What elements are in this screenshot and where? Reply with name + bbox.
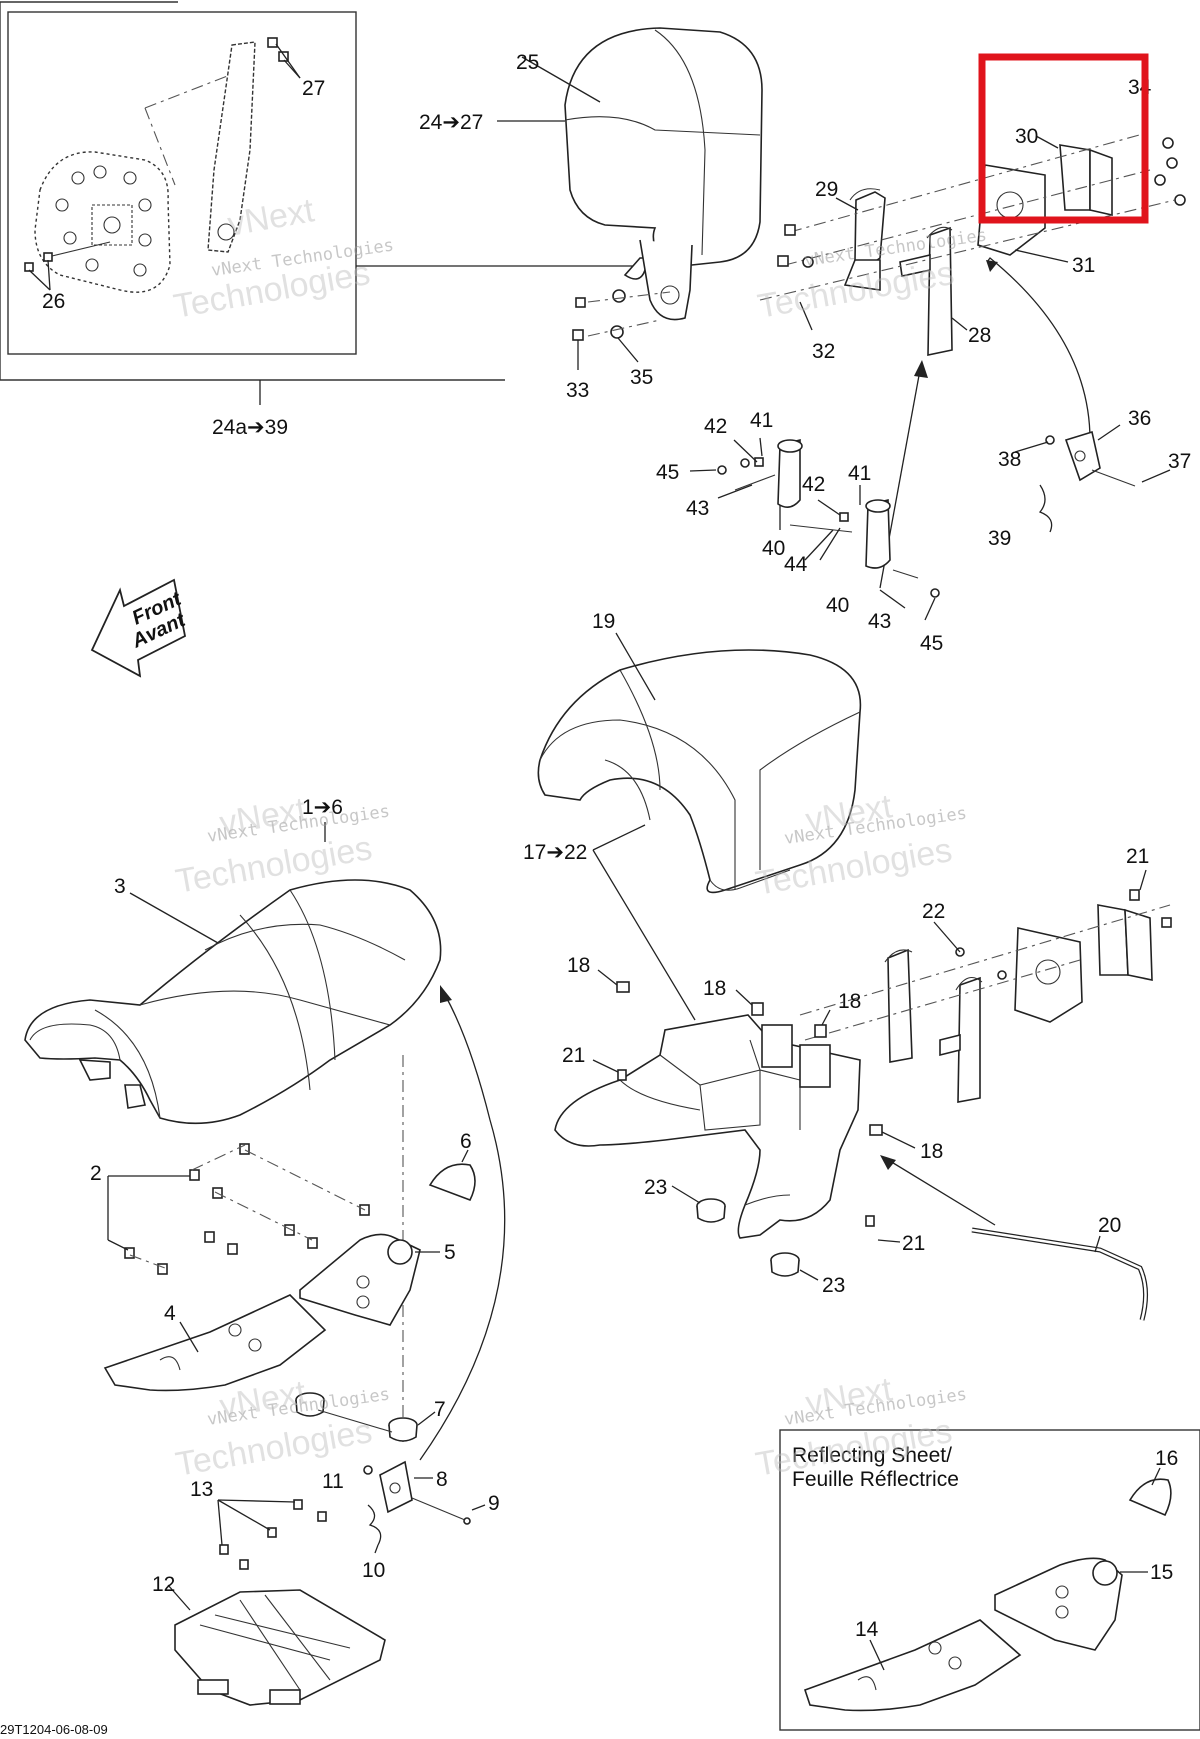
plate-12-icon [167,1584,386,1706]
label-43a: 43 [686,497,709,520]
label-30: 30 [1015,125,1038,148]
cable-20-icon [880,1155,1148,1321]
label-42b: 42 [802,473,825,496]
upright-28-icon [899,226,953,356]
plate-30-icon [977,144,1113,256]
label-35: 35 [630,366,653,389]
screw-26-icon [24,241,111,291]
label-21a: 21 [1126,845,1149,868]
label-45a: 45 [656,461,679,484]
label-23a: 23 [644,1176,667,1199]
label-8: 8 [436,1468,448,1491]
label-21b: 21 [562,1044,585,1067]
label-11: 11 [322,1470,344,1493]
label-19: 19 [592,610,615,633]
backrest-plate-icon [34,151,171,293]
label-22: 22 [922,900,945,923]
hinge-22-icon [799,869,1172,1103]
label-6: 6 [460,1130,472,1153]
latch-8-icon [363,1460,486,1554]
label-17-22: 17➔22 [523,841,587,864]
label-23b: 23 [822,1274,845,1297]
label-38: 38 [998,448,1021,471]
backrest-bracket-icon [144,41,256,253]
label-12: 12 [152,1573,175,1596]
panel-4-icon [103,1294,327,1392]
label-41b: 41 [848,462,871,485]
label-43b: 43 [868,610,891,633]
label-2: 2 [90,1162,102,1185]
label-33: 33 [566,379,589,402]
panel-5-icon [299,1233,440,1326]
screw-13-icon [217,1499,327,1570]
label-14: 14 [855,1618,879,1641]
label-28: 28 [968,324,991,347]
label-4: 4 [164,1302,176,1325]
label-29: 29 [815,178,838,201]
nut-34-icon [1154,137,1186,206]
label-18a: 18 [567,954,590,977]
bumper-23-icon [671,1185,819,1281]
label-37: 37 [1168,450,1191,473]
label-25: 25 [516,51,539,74]
label-44: 44 [784,553,808,576]
latch-36-icon [1014,424,1171,533]
label-10: 10 [362,1559,385,1582]
label-41a: 41 [750,409,773,432]
label-26: 26 [42,290,65,313]
screw-21-icon [592,1059,901,1243]
svg-text:vNext: vNext [217,790,310,843]
driver-seat-icon [24,879,442,1125]
label-18b: 18 [703,977,726,1000]
label-45b: 45 [920,632,943,655]
feuille-reflectrice-label: Feuille Réflectrice [792,1468,959,1491]
label-16: 16 [1155,1447,1178,1470]
reflecting-sheet-label: Reflecting Sheet/ [792,1444,952,1467]
label-21c: 21 [902,1232,925,1255]
clip-18-icon [597,969,916,1149]
label-13: 13 [190,1478,213,1501]
label-39: 39 [988,527,1011,550]
screw-33-icon [572,289,671,370]
label-20: 20 [1098,1214,1121,1237]
svg-text:Technologies: Technologies [173,1412,375,1484]
passenger-seat-icon [537,649,862,894]
highlight-box [978,53,1149,224]
label-31: 31 [1072,254,1095,277]
bumper-2-icon [107,1143,370,1275]
front-arrow-icon: Front Avant [90,578,190,678]
label-42a: 42 [704,415,727,438]
label-18c: 18 [838,990,861,1013]
label-36: 36 [1128,407,1151,430]
label-24a-39: 24a➔39 [212,416,288,439]
label-1-6: 1➔6 [302,796,343,819]
label-40b: 40 [826,594,849,617]
label-24-27: 24➔27 [419,111,483,134]
label-15: 15 [1150,1561,1173,1584]
label-32: 32 [812,340,835,363]
label-3: 3 [114,875,126,898]
bumper-7-icon [295,1392,436,1442]
label-40a: 40 [762,537,785,560]
inset-backrest-group: 27 26 24a➔39 [0,1,675,439]
pivot-40-icon [717,438,940,598]
seat-base-icon [554,1014,861,1239]
label-9: 9 [488,1492,500,1515]
label-7: 7 [434,1398,446,1421]
reflecting-sheet-inset: Reflecting Sheet/ Feuille Réflectrice 16… [779,1429,1200,1731]
trim-6-icon [428,1149,476,1202]
inset-frame [7,11,357,355]
label-27: 27 [302,77,325,100]
label-18d: 18 [920,1140,943,1163]
drawing-code: 29T1204-06-08-09 [0,1722,108,1737]
label-5: 5 [444,1241,456,1264]
screw-27-icon [267,37,301,79]
backrest-pad-icon [564,27,763,321]
